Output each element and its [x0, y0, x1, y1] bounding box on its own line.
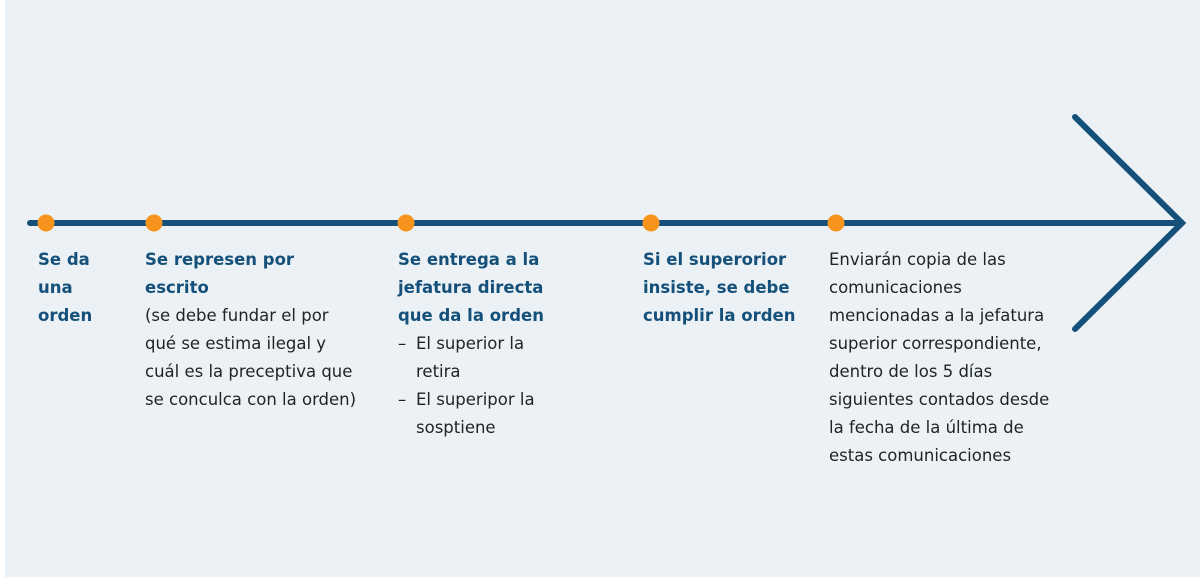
step-3: Se entrega a la jefatura directa que da … — [398, 246, 548, 442]
timeline-dot-4 — [642, 214, 660, 232]
step-5-body: Enviarán copia de las comunicaciones men… — [829, 250, 1050, 465]
step-4-title: Si el superorior insiste, se debe cumpli… — [643, 250, 796, 325]
step-1: Se da una orden — [38, 246, 108, 330]
timeline-dot-3 — [397, 214, 415, 232]
timeline-dot-2 — [145, 214, 163, 232]
arrowhead-icon — [1072, 114, 1187, 332]
step-2-title: Se represen por escrito — [145, 250, 295, 297]
step-4: Si el superorior insiste, se debe cumpli… — [643, 246, 803, 330]
step-2-body: (se debe fundar el por qué se estima ile… — [145, 306, 357, 409]
timeline-dot-1 — [37, 214, 55, 232]
step-3-option-2: El superipor la sosptiene — [398, 386, 548, 442]
step-1-title: Se da una orden — [38, 250, 93, 325]
step-3-options: El superior la retira El superipor la so… — [398, 330, 548, 442]
step-3-option-1: El superior la retira — [398, 330, 548, 386]
step-2: Se represen por escrito (se debe fundar … — [145, 246, 360, 414]
step-3-title: Se entrega a la jefatura directa que da … — [398, 250, 544, 325]
diagram-background — [5, 0, 1200, 577]
step-5: Enviarán copia de las comunicaciones men… — [829, 246, 1059, 470]
timeline-dot-5 — [827, 214, 845, 232]
